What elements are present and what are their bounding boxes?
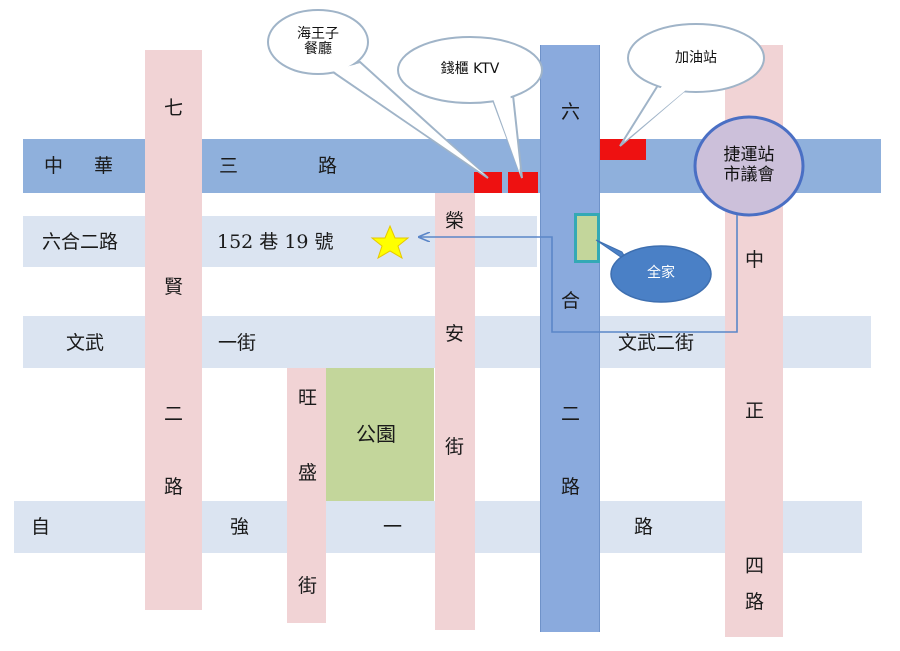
familymart-marker (574, 213, 600, 263)
road-rongan (435, 193, 475, 630)
qixian-label-1: 七 (164, 97, 184, 119)
liuhe-label-3: 二 (561, 403, 581, 425)
restaurant-callout (267, 9, 489, 179)
road-qixian-2nd (145, 50, 202, 610)
zhongzheng-label-2: 正 (745, 400, 765, 422)
gas-station-callout-text: 加油站 (675, 50, 717, 66)
rongan-label-1: 榮 (445, 210, 465, 232)
liuhe-label-4: 路 (561, 476, 581, 498)
liuhe-2nd-rd-label: 六合二路 (42, 231, 119, 253)
park (326, 368, 434, 501)
wenwu-1st-label-1: 文武 (66, 332, 105, 354)
familymart-callout (595, 239, 712, 303)
gas-station-marker (600, 139, 646, 160)
ziqiang-label-1: 自 (31, 516, 51, 538)
zhonghua-label-3: 三 (219, 155, 239, 177)
ziqiang-label-4: 路 (634, 516, 654, 538)
zhonghua-label-1: 中 (44, 155, 64, 177)
zhonghua-label-4: 路 (318, 155, 338, 177)
route-line (420, 215, 738, 333)
mrt-station-bubble (693, 115, 805, 217)
wenwu-2nd-label: 文武二街 (618, 332, 695, 354)
rongan-label-3: 街 (445, 436, 465, 458)
familymart-callout-text: 全家 (647, 265, 675, 281)
rongan-label-2: 安 (445, 323, 465, 345)
restaurant-callout-text: 海王子 餐廳 (297, 26, 339, 58)
road-wangsheng (287, 368, 326, 623)
wangsheng-label-2: 盛 (298, 462, 318, 484)
ziqiang-label-3: 一 (383, 516, 403, 538)
road-liuhe-2nd (540, 45, 600, 632)
mrt-station-text: 捷運站 市議會 (723, 145, 775, 186)
zhongzheng-label-4: 路 (745, 591, 765, 613)
park-label: 公園 (356, 422, 396, 446)
zhonghua-label-2: 華 (94, 155, 114, 177)
ktv-marker (508, 172, 538, 193)
ktv-callout (397, 36, 543, 179)
wangsheng-label-1: 旺 (298, 387, 318, 409)
gas-station-callout (619, 23, 765, 147)
zhongzheng-label-1: 中 (745, 249, 765, 271)
lane-address-label: 152 巷 19 號 (217, 231, 334, 253)
zhongzheng-label-3: 四 (745, 555, 765, 577)
ziqiang-label-2: 強 (230, 516, 250, 538)
qixian-label-2: 賢 (164, 276, 184, 298)
restaurant-marker (474, 172, 502, 193)
liuhe-label-2: 合 (561, 290, 581, 312)
ktv-callout-text: 錢櫃 KTV (440, 61, 500, 77)
star-icon (370, 224, 410, 260)
qixian-label-3: 二 (164, 403, 184, 425)
wenwu-1st-label-2: 一街 (218, 332, 257, 354)
liuhe-label-1: 六 (561, 101, 581, 123)
wangsheng-label-3: 街 (298, 575, 318, 597)
qixian-label-4: 路 (164, 476, 184, 498)
